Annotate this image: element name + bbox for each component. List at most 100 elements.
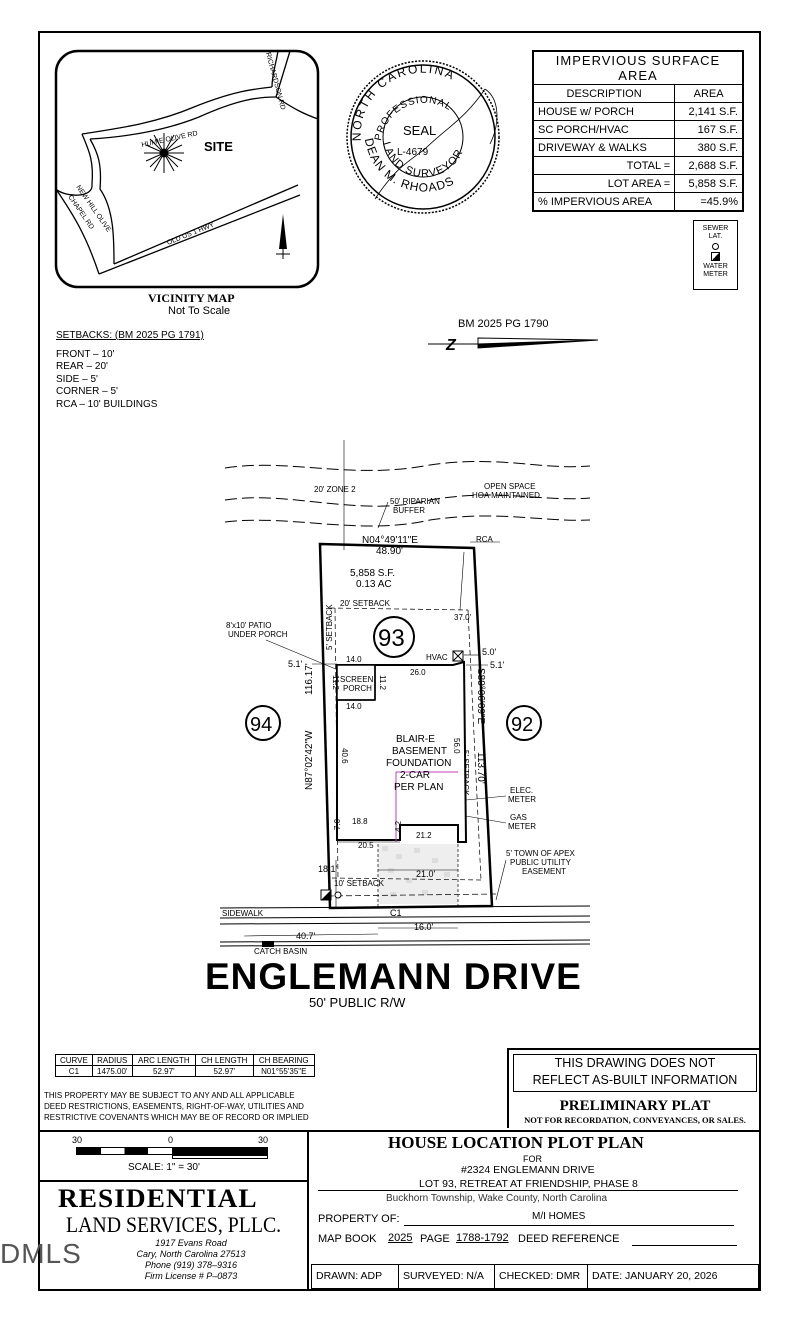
seal-number: L-4679 [397,147,429,158]
dim-188: 18.8 [352,817,368,826]
checked-by: CHECKED: DMR [495,1265,588,1288]
scale-bar [76,1147,268,1155]
property-label: PROPERTY OF: [318,1213,400,1225]
pct-value: =45.9% [674,192,744,212]
north-letter: Z [445,337,457,354]
curve-header: ARC LENGTH [131,1054,197,1066]
easement-1: 5' TOWN OF APEX [506,849,575,858]
sheet-border [38,31,761,1291]
map-book-label: MAP BOOK [318,1233,377,1245]
imp-area: 380 S.F. [674,138,744,157]
drawing-date: DATE: JANUARY 20, 2026 [592,1270,718,1282]
riparian-1: 50' RIPARIAN [390,497,440,506]
site-label: SITE [204,139,233,154]
curve-cell: 1475.00' [91,1065,133,1077]
dim-70: 7.0 [333,818,342,830]
riparian-2: BUFFER [393,506,425,515]
property-value: M/I HOMES [532,1211,586,1222]
lot-number-right: 92 [511,714,533,736]
legend-lat: LAT. [708,233,723,240]
legend-meter: METER [703,271,728,278]
curve-cell: C1 [55,1065,93,1077]
front-setback: 10' SETBACK [334,879,385,888]
imp-desc: DRIVEWAY & WALKS [532,138,676,157]
curve-header: CH LENGTH [195,1054,254,1066]
site-star-icon [144,133,184,173]
map-book: 2025 [388,1232,413,1244]
dim-26: 26.0 [410,668,426,677]
disclaimer-line: RESTRICTIVE COVENANTS WHICH MAY BE OF RE… [44,1113,309,1122]
house-4: 2-CAR [400,770,430,781]
dim-212: 21.2 [416,831,432,840]
imp-area: 167 S.F. [674,120,744,139]
dist-right: 113.70' [475,752,486,784]
scale-right: 30 [258,1135,269,1145]
vicinity-subtitle: Not To Scale [168,305,231,317]
total-label: TOTAL = [532,156,676,175]
gas-1: GAS [510,813,527,822]
utility-legend: SEWER LAT. WATER METER [693,220,738,290]
dim-14a: 14.0 [346,655,362,664]
bearing-left: N87°02'42"W [304,730,315,790]
asbuilt-line-2: REFLECT AS-BUILT INFORMATION [532,1073,738,1087]
deed-underline [632,1245,737,1246]
surveyor-seal: NORTH CAROLINA PROFESSIONAL LAND SURVEYO… [346,60,500,214]
imp-desc: HOUSE w/ PORCH [532,102,676,121]
property-underline [404,1225,734,1226]
col-area: AREA [674,84,744,103]
col-desc: DESCRIPTION [532,84,676,103]
easement-3: EASEMENT [522,867,566,876]
porch-1: SCREEN [340,675,374,684]
dim-112b: 11.2 [378,675,387,691]
imp-area: 2,141 S.F. [674,102,744,121]
page-label: PAGE [420,1233,450,1245]
dim-50: 5.0' [482,647,497,657]
total-value: 2,688 S.F. [674,156,744,175]
asbuilt-line-1: THIS DRAWING DOES NOT [554,1056,716,1070]
setbacks-title: SETBACKS: (BM 2025 PG 1791) [56,330,204,341]
curve-header: CH BEARING [252,1054,315,1066]
patio-2: UNDER PORCH [228,630,288,639]
surveyed-by: SURVEYED: N/A [399,1265,495,1288]
setback-item: RCA – 10' BUILDINGS [56,398,158,410]
patio-1: 8'x10' PATIO [226,621,271,630]
title-block-hr [38,1180,307,1182]
title-block-frame [38,1130,761,1291]
vicinity-map: SITE HUMIE OLIVE RD RICHARDSON RD NEW HI… [54,49,320,289]
water-meter-icon [711,252,720,261]
sidewalk-label: SIDEWALK [222,909,264,918]
legend-water: WATER [703,263,728,270]
house-1: BLAIR-E [396,734,435,745]
plan-address: #2324 ENGLEMANN DRIVE [461,1164,595,1176]
township-underline [318,1190,738,1191]
pages: 1788-1792 [456,1232,509,1244]
dist-left: 116.17' [304,663,315,695]
lot-area-value: 5,858 S.F. [674,174,744,193]
dim-51-left: 5.1' [288,659,303,669]
dim-181: 18.1' [318,864,338,874]
house-5: PER PLAN [394,782,443,793]
setback-item: REAR – 20' [56,361,108,372]
dim-16: 16.0' [414,922,434,932]
disclaimer-line: THIS PROPERTY MAY BE SUBJECT TO ANY AND … [44,1091,295,1100]
plan-township: Buckhorn Township, Wake County, North Ca… [386,1193,608,1204]
setback-item: FRONT – 10' [56,348,115,360]
scale-mid: 0 [168,1135,174,1145]
dim-205: 20.5 [358,841,374,850]
dim-21: 21.0' [416,869,436,879]
address-line: Phone (919) 378–9316 [144,1260,238,1270]
driveway [378,844,458,904]
scale-bar-lower [172,1155,268,1159]
rca-label: RCA [476,535,494,544]
lot-number-left: 94 [250,714,272,736]
asbuilt-box: THIS DRAWING DOES NOT REFLECT AS-BUILT I… [507,1048,761,1128]
dim-14b: 14.0 [346,702,362,711]
site-plan: 20' ZONE 2 50' RIPARIAN BUFFER OPEN SPAC… [219,440,590,956]
dim-112a: 11.2 [331,675,340,691]
dim-56: 56.0 [452,738,461,754]
curve-table: CURVE RADIUS ARC LENGTH CH LENGTH CH BEA… [55,1054,315,1077]
disclaimer: THIS PROPERTY MAY BE SUBJECT TO ANY AND … [44,1090,309,1123]
setback-item: CORNER – 5' [56,386,118,397]
impervious-title: IMPERVIOUS SURFACE AREA [532,50,744,85]
curve-header: RADIUS [91,1054,133,1066]
